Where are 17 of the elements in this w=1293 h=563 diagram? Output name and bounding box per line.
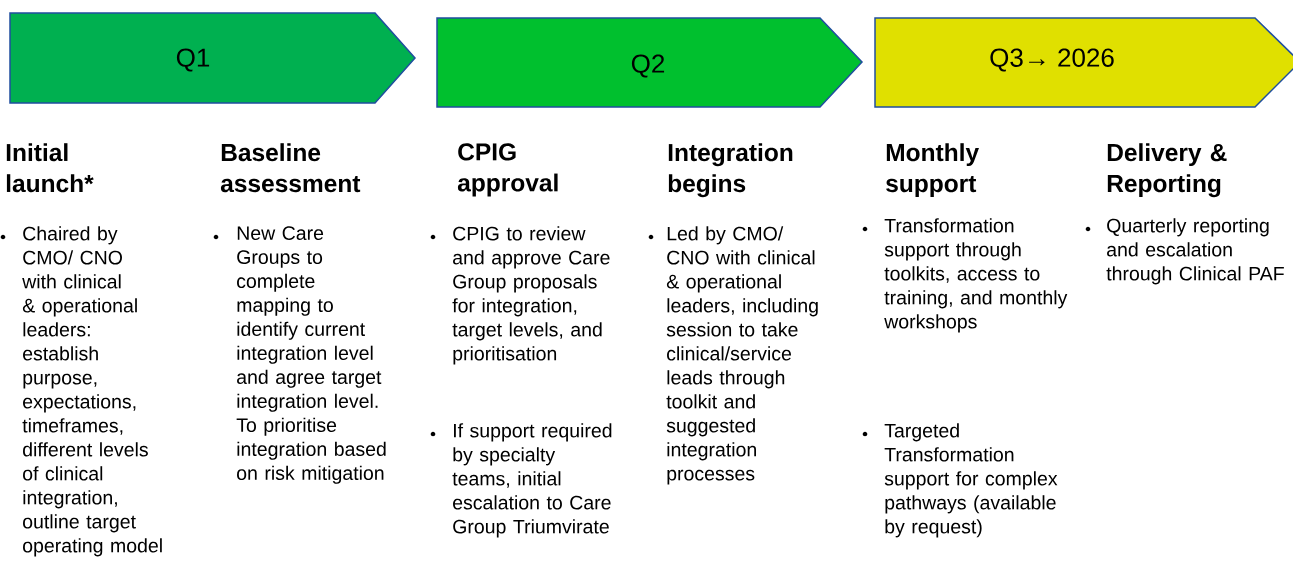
bullet-text: New Care Groups to complete mapping to identify current integration level and agree target integration level. To prioritise integration based on risk mitigation [236, 226, 386, 484]
column-heading: Delivery & Reporting [1107, 143, 1227, 198]
phase-banner: Q2 [436, 17, 864, 108]
column-heading: CPIG approval [457, 143, 558, 197]
column-heading: Baseline assessment [220, 143, 361, 193]
phase-banner: Q1 [9, 12, 416, 104]
bullet-text: Targeted Transformation support for complex pathways (available by request) [884, 423, 1058, 538]
bullet-text: Chaired by CMO/ CNO with clinical & operational leaders: establish purpose, expectations, timeframes, different levels of clinical integration, outline target operating model [22, 226, 162, 557]
column-heading: Monthly support [886, 143, 979, 198]
bullet-text: Transformation support through toolkits, access to training, and monthly workshops [884, 218, 1068, 333]
bullet-text: Led by CMO/ CNO with clinical & operational leaders, including session to take clinical/service leads through toolkit and suggested integration processes [666, 226, 818, 485]
bullet-text: If support required by specialty teams, initial escalation to Care Group Triumvirate [452, 423, 612, 538]
bullet-text: CPIG to review and approve Care Group proposals for integration, target levels, and prioritisation [452, 226, 610, 365]
column-heading: Initial launch* [6, 143, 94, 193]
column-heading: Integration begins [668, 143, 793, 198]
phase-banner: Q3→ 2026 [874, 17, 1293, 108]
bullet-text: Quarterly reporting and escalation through Clinical PAF [1106, 218, 1284, 285]
